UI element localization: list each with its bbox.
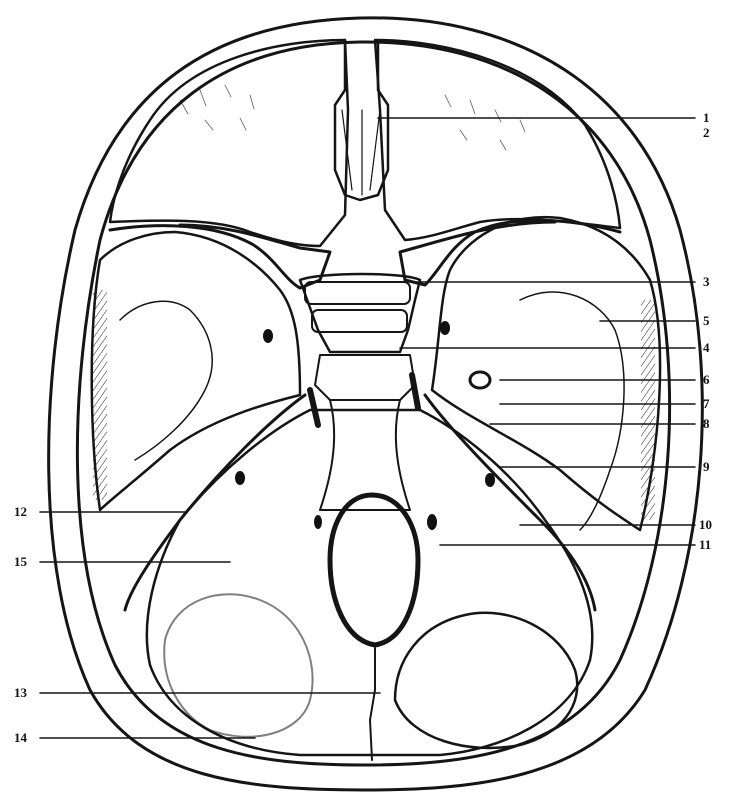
label-10: 10 (699, 517, 712, 532)
label-12: 12 (14, 504, 27, 519)
jugular-foramen-right (427, 514, 437, 530)
label-3: 3 (703, 274, 710, 289)
meatus-left (235, 471, 245, 485)
label-1: 1 (703, 110, 710, 125)
label-7: 7 (703, 396, 710, 411)
label-13: 13 (14, 685, 28, 700)
label-2: 2 (703, 125, 710, 140)
jugular-foramen-left (314, 515, 322, 529)
label-5: 5 (703, 313, 710, 328)
foramen-rotundum-left (263, 329, 273, 343)
label-8: 8 (703, 416, 710, 431)
label-15: 15 (14, 554, 28, 569)
foramen-spinosum (485, 473, 495, 487)
label-9: 9 (703, 459, 710, 474)
label-4: 4 (703, 340, 710, 355)
label-11: 11 (699, 537, 711, 552)
foramen-rotundum-right (440, 321, 450, 335)
label-14: 14 (14, 730, 28, 745)
label-6: 6 (703, 372, 710, 387)
